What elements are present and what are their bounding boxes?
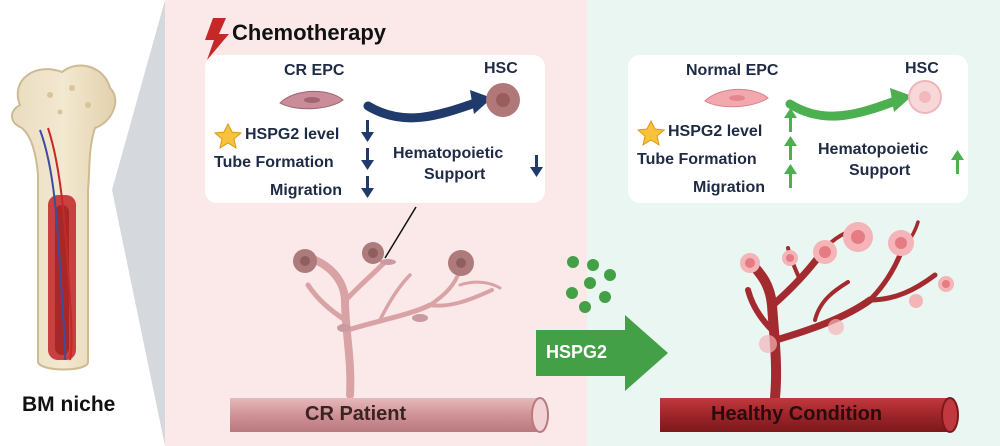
- hspg2-arrow-label: HSPG2: [546, 342, 608, 362]
- healthy-row-tube: Tube Formation: [637, 151, 757, 168]
- bm-niche-label: BM niche: [22, 393, 116, 416]
- normal-epc-label: Normal EPC: [686, 62, 779, 79]
- up-arrow-icon: [784, 108, 964, 188]
- cr-info-card: [205, 55, 545, 203]
- star-icon: [636, 119, 666, 147]
- callout-line: [384, 206, 417, 259]
- healthy-blood-vessel-icon: [660, 397, 959, 433]
- star-icon: [213, 122, 243, 150]
- healthy-row-migration: Migration: [693, 179, 765, 196]
- cr-support-line2: Support: [424, 166, 486, 183]
- healthy-hsc-label: HSC: [905, 60, 939, 77]
- cr-support-line1: Hematopoietic: [393, 145, 504, 162]
- cr-vessel-label: CR Patient: [305, 403, 407, 425]
- healthy-row-hspg2: HSPG2 level: [668, 123, 763, 140]
- lightning-icon: [205, 18, 229, 60]
- healthy-support-line2: Support: [849, 162, 911, 179]
- cr-blood-vessel-icon: [230, 397, 549, 433]
- cr-row-migration: Migration: [270, 182, 342, 199]
- bone-icon: [11, 64, 117, 371]
- healthy-vessel-label: Healthy Condition: [711, 403, 883, 425]
- zoom-wedge: [112, 0, 165, 446]
- cr-row-tube: Tube Formation: [214, 154, 334, 171]
- normal-to-hsc-arrow: [785, 95, 903, 121]
- cr-hsc-label: HSC: [484, 60, 518, 77]
- cr-epc-label: CR EPC: [284, 62, 345, 79]
- healthy-support-line1: Hematopoietic: [818, 141, 929, 158]
- hspg2-arrow: [536, 315, 668, 391]
- hspg2-particles: [566, 256, 616, 313]
- healthy-hsc-cluster: [740, 222, 954, 353]
- healthy-info-card: [628, 55, 968, 203]
- chemotherapy-title: Chemotherapy: [232, 20, 387, 45]
- down-arrow-icon: [361, 120, 543, 198]
- cr-to-hsc-arrow: [363, 97, 483, 123]
- cr-row-hspg2: HSPG2 level: [245, 126, 340, 143]
